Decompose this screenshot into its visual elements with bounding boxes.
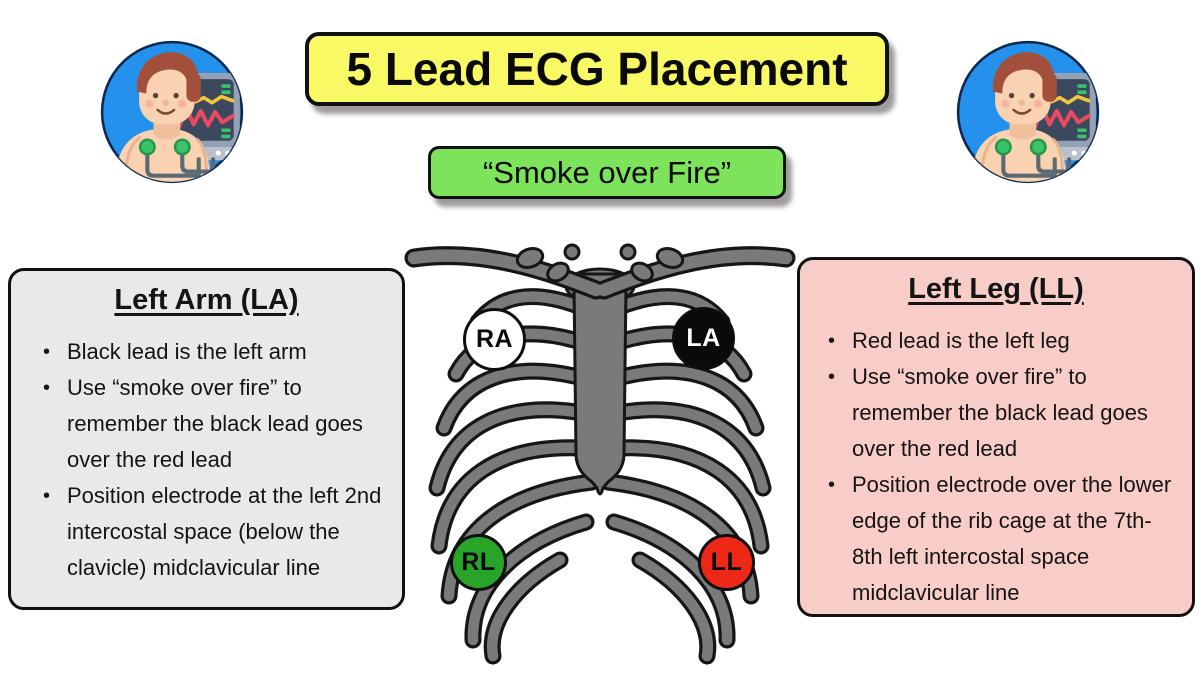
patient-ecg-monitor-icon xyxy=(956,40,1100,184)
left-leg-bullet-list: Red lead is the left leg Use “smoke over… xyxy=(800,323,1192,611)
patient-ecg-monitor-icon-right xyxy=(954,38,1102,186)
left-arm-info-box: Left Arm (LA) Black lead is the left arm… xyxy=(8,268,405,610)
patient-ecg-monitor-icon-left xyxy=(98,38,246,186)
electrode-la-label: LA xyxy=(686,324,721,352)
page-title: 5 Lead ECG Placement xyxy=(346,43,848,95)
electrode-ll-label: LL xyxy=(710,548,743,576)
electrode-rl: RL xyxy=(450,534,507,591)
ribcage-illustration xyxy=(400,243,800,675)
bullet-item: Red lead is the left leg xyxy=(826,323,1180,359)
left-leg-info-box: Left Leg (LL) Red lead is the left leg U… xyxy=(797,257,1195,617)
mnemonic-subtitle: “Smoke over Fire” xyxy=(482,154,732,190)
left-leg-box-title: Left Leg (LL) xyxy=(908,273,1084,305)
bullet-item: Position electrode over the lower edge o… xyxy=(826,467,1180,611)
electrode-ra: RA xyxy=(463,308,526,371)
bullet-item: Black lead is the left arm xyxy=(41,334,390,370)
subtitle-banner: “Smoke over Fire” xyxy=(428,146,786,199)
bullet-item: Use “smoke over fire” to remember the bl… xyxy=(826,359,1180,467)
electrode-rl-label: RL xyxy=(461,548,496,576)
electrode-ll: LL xyxy=(698,534,755,591)
bullet-item: Use “smoke over fire” to remember the bl… xyxy=(41,370,390,478)
left-arm-box-title: Left Arm (LA) xyxy=(114,284,299,316)
electrode-ra-label: RA xyxy=(475,325,514,353)
bullet-item: Position electrode at the left 2nd inter… xyxy=(41,478,390,586)
patient-ecg-monitor-icon xyxy=(100,40,244,184)
left-arm-bullet-list: Black lead is the left arm Use “smoke ov… xyxy=(11,334,402,586)
electrode-la: LA xyxy=(672,307,735,370)
shoulder-knobs xyxy=(515,243,685,283)
sternum-bone xyxy=(571,272,629,496)
title-banner: 5 Lead ECG Placement xyxy=(305,32,889,106)
